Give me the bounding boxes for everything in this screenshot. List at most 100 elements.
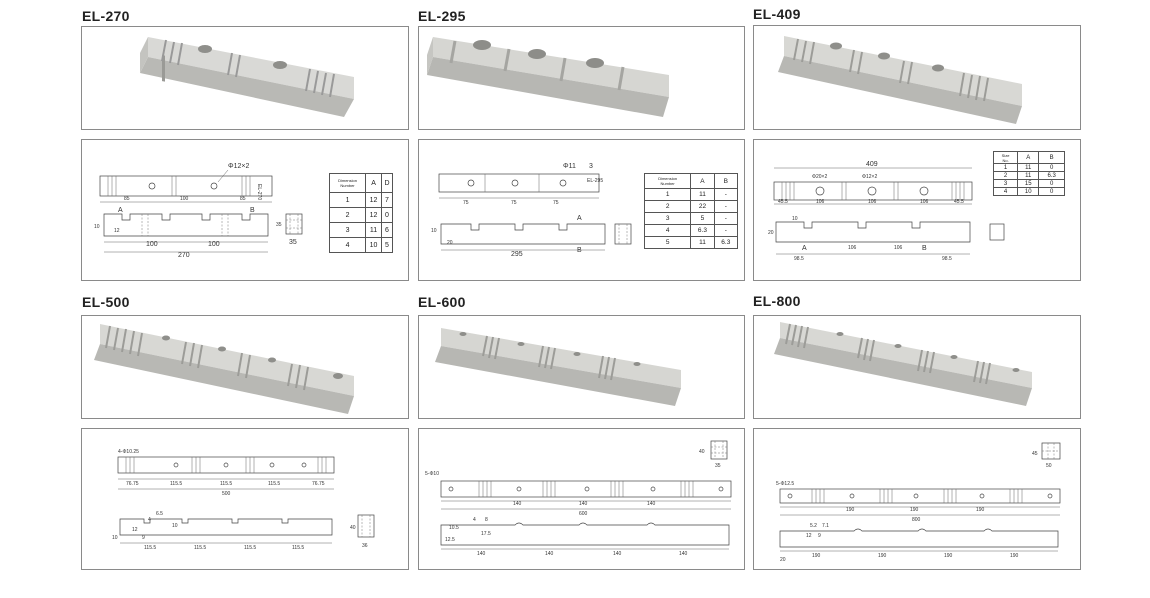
title-el600: EL-600 (418, 294, 466, 310)
table-cell: 0 (1038, 163, 1065, 172)
dim-hole: Φ12×2 (228, 163, 249, 170)
table-cell: 11 (690, 236, 715, 249)
dim-w: 36 (362, 543, 368, 549)
title-el409: EL-409 (753, 6, 801, 22)
dim-t1: 4 (473, 517, 476, 523)
insulator-photo-el800 (774, 322, 1032, 406)
title-el800: EL-800 (753, 293, 801, 309)
dim-t4: 17.5 (481, 531, 491, 537)
table-cell: 12 (365, 192, 382, 208)
dim-l2: 106 (848, 245, 857, 251)
dim-s3: 140 (647, 501, 656, 507)
dim-l3: 190 (944, 553, 953, 559)
dim-l4: 140 (679, 551, 688, 557)
table-cell: 1 (643, 188, 692, 201)
dim-hole: Φ11 (563, 163, 576, 170)
drawing-panel-el409: 409 Φ20×2 Φ12×2 45.5 106 106 106 45.5 10… (753, 139, 1081, 281)
dim-t4: 9 (818, 533, 821, 539)
dim-h2: 12 (114, 228, 120, 234)
dim-seg3: 85 (240, 196, 246, 202)
table-header: A (365, 173, 382, 193)
table-cell: 12 (365, 207, 382, 223)
dim-total: 600 (579, 511, 588, 517)
drawing-panel-el500: 4-Φ10.25 76.75 115.5 115.5 115.5 76.75 5… (81, 428, 409, 570)
table-cell: 10 (1017, 187, 1040, 196)
dim-s3: 190 (976, 507, 985, 513)
technical-drawing-el295: Φ11 3 EL-295 75 75 75 A B 10 20 295 (431, 163, 632, 258)
technical-drawing-el270: Φ12×2 EL-270 85 100 85 B A 10 12 100 100… (94, 163, 303, 259)
dim-l1: 190 (812, 553, 821, 559)
table-cell: - (713, 188, 739, 201)
drawing-panel-el600: 5-Φ10 140 140 140 600 4 8 10.5 17.5 12.5… (418, 428, 745, 570)
dim-h: 40 (699, 449, 705, 455)
dim-l2: 140 (545, 551, 554, 557)
dim-s2: 190 (910, 507, 919, 513)
dim-h: 40 (350, 525, 356, 531)
dim-a: A (118, 207, 123, 214)
dim-hole2: Φ12×2 (862, 174, 877, 180)
dim-s2: 115.5 (170, 481, 182, 487)
insulator-photo-el409 (778, 36, 1022, 124)
table-cell: 4 (643, 224, 692, 237)
photo-panel-el295 (418, 26, 745, 130)
dim-hole1: Φ20×2 (812, 174, 827, 180)
table-cell: 11 (365, 222, 382, 238)
table-cell: 15 (1017, 179, 1040, 188)
dim-s1: 140 (513, 501, 522, 507)
dim-l1: 98.5 (794, 256, 804, 262)
dim-hole: 5-Φ10 (425, 471, 439, 477)
table-cell: 6.3 (690, 224, 715, 237)
table-cell: 7 (381, 192, 393, 208)
dim-total: 500 (222, 491, 231, 497)
table-cell: 6 (381, 222, 393, 238)
dim-seg2: 75 (511, 200, 517, 206)
dim-l3: 106 (894, 245, 903, 251)
dim-hole-count: 3 (589, 163, 593, 170)
table-cell: - (713, 212, 739, 225)
dim-s5: 76.75 (312, 481, 325, 487)
dim-total: 270 (178, 252, 190, 259)
table-cell: 6.3 (713, 236, 739, 249)
drawing-panel-el270: Φ12×2 EL-270 85 100 85 B A 10 12 100 100… (81, 139, 409, 281)
technical-drawing-el800: 5-Φ12.5 190 190 190 800 5.2 7.1 12 9 20 … (776, 442, 1061, 563)
dim-b: B (250, 207, 255, 214)
table-cell: 2 (992, 171, 1019, 180)
table-cell: 3 (992, 179, 1019, 188)
photo-panel-el500 (81, 315, 409, 419)
dim-t6: 9 (142, 535, 145, 541)
table-cell: 11 (690, 188, 715, 201)
dim-h1: 10 (94, 224, 100, 230)
dim-w: 35 (715, 463, 721, 469)
dim-h1: 10 (792, 216, 798, 222)
dim-total: 295 (511, 251, 523, 258)
dim-s1: 76.75 (126, 481, 139, 487)
dim-a: A (577, 215, 582, 222)
dim-l1: 140 (477, 551, 486, 557)
title-el295: EL-295 (418, 8, 466, 24)
table-cell: 6.3 (1038, 171, 1065, 180)
table-cell: 2 (643, 200, 692, 213)
dim-t2: 8 (485, 517, 488, 523)
table-cell: 3 (328, 222, 367, 238)
dim-seg1: 85 (124, 196, 130, 202)
dim-t3: 10 (172, 523, 178, 529)
dim-h1: 10 (431, 228, 437, 234)
table-cell: 1 (992, 163, 1019, 172)
table-cell: 4 (992, 187, 1019, 196)
dim-seg2: 100 (180, 196, 189, 202)
dim-seg3: 75 (553, 200, 559, 206)
dim-l4: 98.5 (942, 256, 952, 262)
drawing-panel-el800: 5-Φ12.5 190 190 190 800 5.2 7.1 12 9 20 … (753, 428, 1081, 570)
table-cell: 22 (690, 200, 715, 213)
drawing-panel-el295: Φ11 3 EL-295 75 75 75 A B 10 20 295 Dime… (418, 139, 745, 281)
dim-b: B (577, 247, 582, 254)
table-cell: 5 (690, 212, 715, 225)
dim-a: A (802, 245, 807, 252)
photo-panel-el800 (753, 315, 1081, 419)
photo-panel-el270 (81, 26, 409, 130)
dim-t4: 12 (132, 527, 138, 533)
dim-w: 50 (1046, 463, 1052, 469)
